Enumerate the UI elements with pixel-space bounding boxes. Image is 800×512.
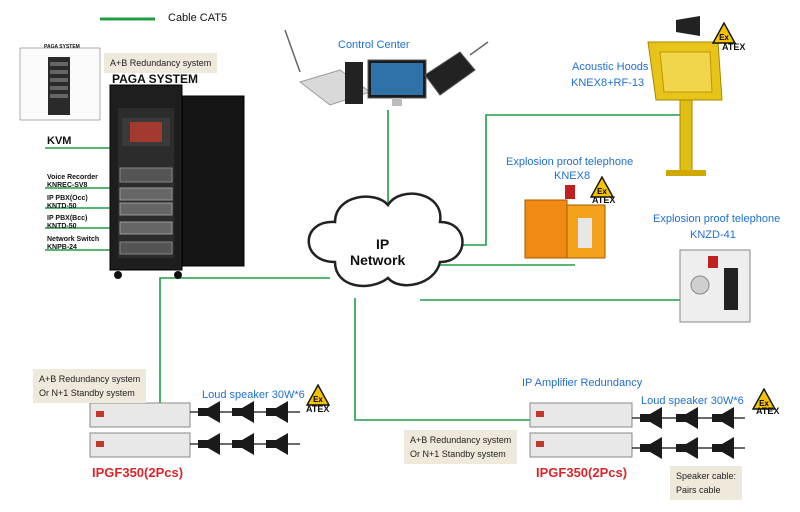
speaker-cable-note-line2: Pairs cable — [676, 485, 721, 495]
acoustic-hood — [647, 16, 723, 176]
right-horn-speaker-icon — [676, 407, 698, 429]
atex-icon-knex8: Ex — [590, 176, 614, 198]
ip-network-cloud — [307, 192, 464, 288]
right-horn-speaker-icon — [712, 407, 734, 429]
paga-rack-cabinet — [109, 84, 245, 279]
left-horn-speaker-icon — [232, 433, 254, 455]
left-speaker-label: Loud speaker 30W*6 — [202, 389, 305, 401]
svg-text:Ex: Ex — [597, 187, 607, 196]
right-speakers — [640, 407, 734, 459]
atex-icon-left-speakers: Ex — [306, 384, 330, 406]
telephone-knzd41-model: KNZD-41 — [690, 229, 736, 241]
telephone-knzd41-label: Explosion proof telephone — [653, 213, 781, 225]
paga-device-recorder: Voice Recorder — [47, 174, 98, 181]
paga-device-kvm: KVM — [47, 135, 72, 147]
paga-device-switch-model: KNPB-24 — [47, 244, 77, 251]
cable-left-amplifier — [159, 277, 330, 410]
right-horn-speaker-icon — [676, 437, 698, 459]
atex-label-right-speakers: ATEX — [756, 406, 780, 416]
paga-device-pbx-bcc-model: KNTD-50 — [47, 223, 77, 230]
right-amplifier-title: IP Amplifier Redundancy — [522, 377, 643, 389]
right-horn-speaker-icon — [712, 437, 734, 459]
left-horn-speaker-icon — [266, 401, 288, 423]
paga-device-pbx-occ-model: KNTD-50 — [47, 203, 77, 210]
left-horn-speaker-icon — [198, 401, 220, 423]
svg-text:Ex: Ex — [313, 395, 323, 404]
right-horn-speaker-icon — [640, 407, 662, 429]
atex-label-acoustic: ATEX — [722, 42, 746, 52]
right-note-line1: A+B Redundancy system — [410, 435, 512, 445]
paga-mini-rack — [19, 47, 101, 121]
speaker-cable-note: Speaker cable: Pairs cable — [670, 466, 743, 500]
cloud-label-ip: IP — [376, 236, 390, 252]
atex-label-knex8: ATEX — [592, 195, 616, 205]
cable-right-amplifier — [354, 298, 530, 421]
left-horn-speaker-icon — [198, 433, 220, 455]
left-redundancy-note: A+B Redundancy system Or N+1 Standby sys… — [33, 369, 147, 403]
left-speakers — [198, 401, 288, 455]
right-note-line2: Or N+1 Standby system — [410, 449, 506, 459]
paga-device-switch: Network Switch — [47, 236, 100, 243]
paga-device-pbx-bcc: IP PBX(Bcc) — [47, 215, 88, 222]
control-center-label: Control Center — [338, 39, 410, 51]
atex-label-left-speakers: ATEX — [306, 404, 330, 414]
right-horn-speaker-icon — [640, 437, 662, 459]
right-speaker-label: Loud speaker 30W*6 — [641, 395, 744, 407]
svg-text:Ex: Ex — [719, 33, 729, 42]
paga-mini-title: PAGA SYSTEM — [44, 44, 80, 50]
left-note-line2: Or N+1 Standby system — [39, 388, 135, 398]
paga-redundancy-note: A+B Redundancy system — [104, 53, 218, 73]
right-amplifier-model: IPGF350(2Pcs) — [536, 465, 628, 480]
acoustic-hoods-model: KNEX8+RF-13 — [571, 77, 645, 89]
right-redundancy-note: A+B Redundancy system Or N+1 Standby sys… — [404, 430, 518, 464]
left-note-line1: A+B Redundancy system — [39, 374, 141, 384]
left-horn-speaker-icon — [232, 401, 254, 423]
left-amplifier-rack — [89, 402, 191, 458]
left-horn-speaker-icon — [266, 433, 288, 455]
control-center-equipment — [284, 29, 489, 106]
paga-title: PAGA SYSTEM — [112, 72, 199, 86]
right-amplifier-rack — [529, 402, 633, 458]
acoustic-hoods-label: Acoustic Hoods — [572, 61, 649, 73]
legend-label: Cable CAT5 — [168, 12, 228, 24]
left-amplifier-model: IPGF350(2Pcs) — [92, 465, 184, 480]
telephone-knzd41-device — [679, 249, 751, 323]
atex-icon-right-speakers: Ex — [752, 388, 776, 410]
paga-device-pbx-occ: IP PBX(Occ) — [47, 195, 88, 202]
telephone-knex8-model: KNEX8 — [554, 170, 591, 182]
telephone-knex8-device — [524, 185, 606, 259]
telephone-knex8-label: Explosion proof telephone — [506, 156, 634, 168]
paga-device-recorder-model: KNREC-SV8 — [47, 182, 88, 189]
svg-text:Ex: Ex — [759, 399, 769, 408]
cloud-label-network: Network — [350, 252, 406, 268]
atex-icon-acoustic: Ex — [712, 22, 736, 44]
speaker-cable-note-line1: Speaker cable: — [676, 471, 737, 481]
